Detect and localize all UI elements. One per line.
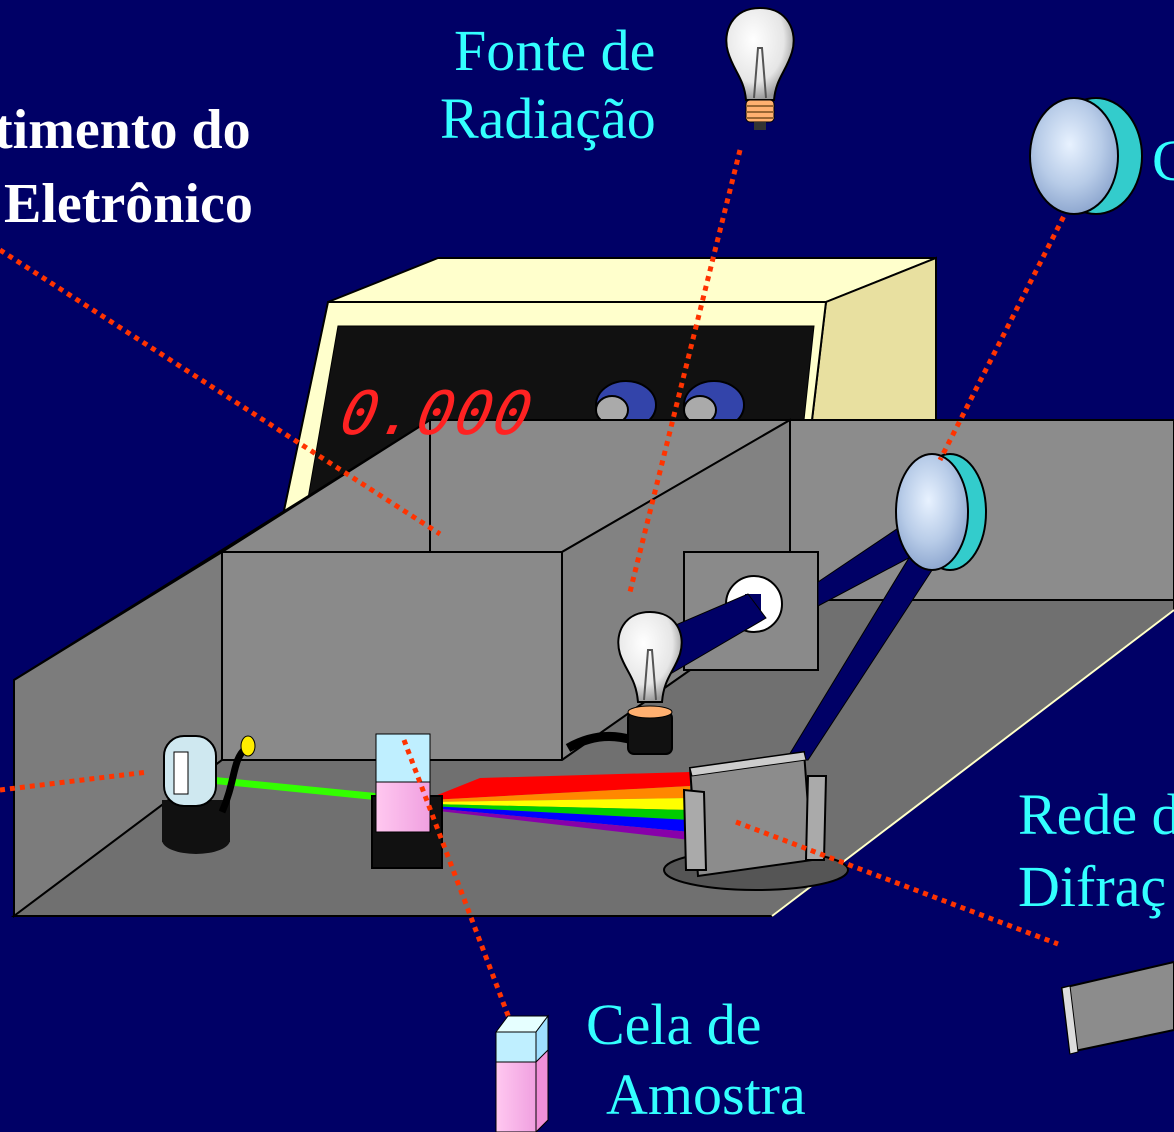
- pointer-lines: [0, 149, 1071, 1027]
- cuvette-icon-external: [495, 1014, 549, 1132]
- pointer-detector: [0, 769, 149, 793]
- digital-display: 0.000: [334, 379, 541, 449]
- pointer-colimador: [937, 206, 1071, 462]
- collimator-mirror: [895, 453, 987, 571]
- label-rede-line2: Difraç: [1018, 854, 1167, 919]
- label-fonte-line1: Fonte de: [454, 18, 656, 83]
- diffraction-grating: [663, 750, 849, 891]
- sample-cuvette-inside: [371, 733, 443, 869]
- label-compartimento-line2: Eletrônico: [4, 173, 253, 235]
- label-fonte-line2: Radiação: [440, 86, 656, 151]
- detector-beam: [189, 774, 381, 801]
- pointer-compartimento: [0, 247, 442, 537]
- label-colimador-partial: C: [1152, 128, 1174, 193]
- detector-tube: [162, 735, 256, 854]
- label-compartimento-line1: timento do: [0, 99, 251, 161]
- lamp-icon-external: [725, 6, 795, 130]
- grating-icon-external: [1060, 960, 1174, 1055]
- label-cela-line2: Amostra: [606, 1062, 806, 1127]
- pointer-cela: [401, 739, 515, 1027]
- label-rede-line1: Rede d: [1018, 782, 1174, 847]
- dispersed-spectrum: [430, 772, 690, 840]
- label-cela-line1: Cela de: [586, 992, 762, 1057]
- lamp-source: [565, 610, 683, 755]
- pointer-rede: [735, 819, 1059, 947]
- mirror-icon-external: [1029, 97, 1143, 215]
